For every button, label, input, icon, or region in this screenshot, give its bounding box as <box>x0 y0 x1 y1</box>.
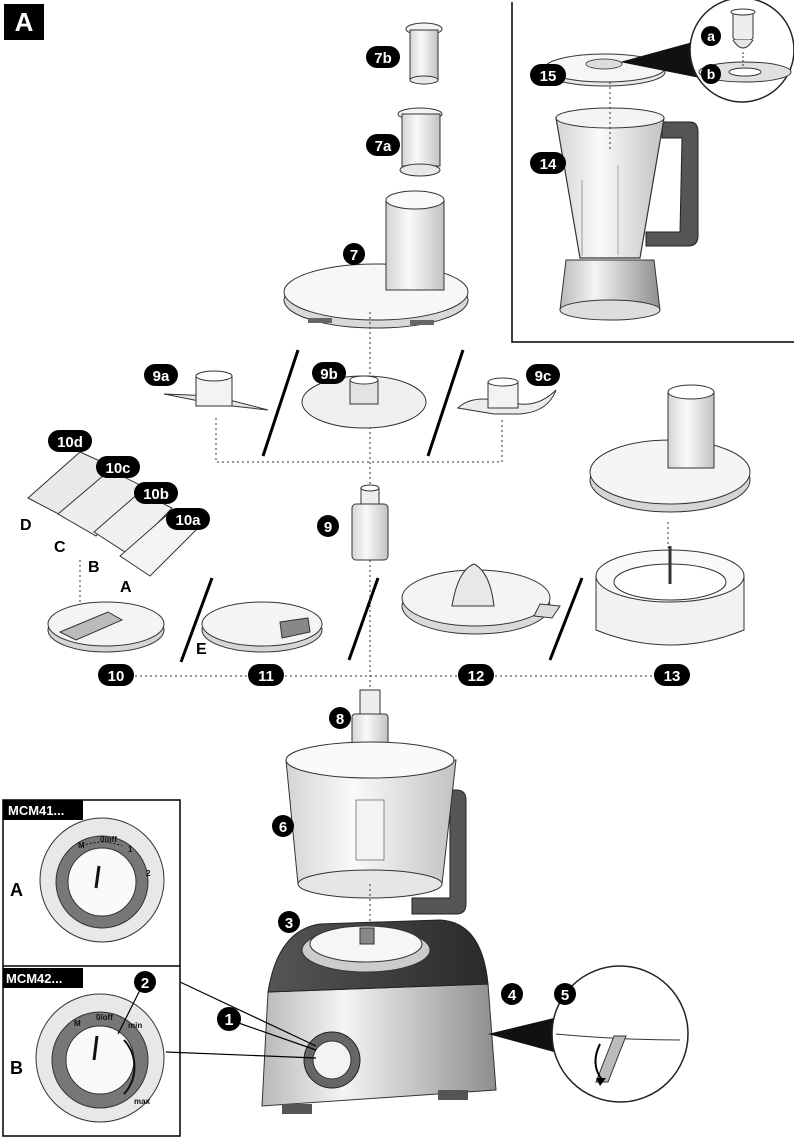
svg-text:10a: 10a <box>175 512 201 529</box>
lid-cap-detail <box>690 0 794 102</box>
label-9a: 9a <box>144 364 178 386</box>
svg-text:15: 15 <box>540 68 557 85</box>
svg-text:2: 2 <box>141 975 149 992</box>
slicing-shredding-disc <box>48 602 164 652</box>
label-14: 14 <box>530 152 566 174</box>
label-10a: 10a <box>166 508 210 530</box>
juicer-lid <box>590 385 750 512</box>
label-9: 9 <box>317 515 339 537</box>
french-fries-disc <box>202 602 322 652</box>
base-unit <box>262 920 496 1114</box>
svg-text:9c: 9c <box>535 368 552 385</box>
svg-text:7b: 7b <box>374 50 392 67</box>
svg-text:4: 4 <box>508 987 517 1004</box>
control-knob <box>304 1032 360 1088</box>
svg-text:13: 13 <box>664 668 681 685</box>
svg-text:7: 7 <box>350 247 358 264</box>
mcm41-mark-1: 1 <box>128 845 133 854</box>
pusher-large <box>398 108 442 176</box>
letter-b: B <box>88 559 100 576</box>
label-10: 10 <box>98 664 134 686</box>
svg-text:5: 5 <box>561 987 569 1004</box>
mcm41-mark-off: 0/off <box>100 835 117 844</box>
svg-text:9: 9 <box>324 519 332 536</box>
mixing-bowl <box>286 742 466 914</box>
label-8: 8 <box>329 707 351 729</box>
label-7b: 7b <box>366 46 400 68</box>
svg-text:7a: 7a <box>375 138 392 155</box>
label-10d: 10d <box>48 430 92 452</box>
mcm42-mark-min: min <box>128 1021 142 1030</box>
svg-text:3: 3 <box>285 915 293 932</box>
mcm42-mark-max: max <box>134 1097 151 1106</box>
mcm41-variant: A <box>10 880 23 900</box>
mcm42-variant: B <box>10 1058 23 1078</box>
corner-tag-text: A <box>15 7 34 37</box>
label-11: 11 <box>248 664 284 686</box>
label-6: 6 <box>272 815 294 837</box>
label-4: 4 <box>501 983 523 1005</box>
label-7a: 7a <box>366 134 400 156</box>
emulsifying-disc <box>302 376 426 428</box>
mcm42-mark-off: 0/off <box>96 1013 113 1022</box>
label-10b: 10b <box>134 482 178 504</box>
letter-a: A <box>120 579 132 596</box>
label-13: 13 <box>654 664 690 686</box>
label-b: b <box>701 64 721 84</box>
svg-text:1: 1 <box>225 1012 234 1029</box>
svg-text:11: 11 <box>258 668 274 685</box>
label-9b: 9b <box>312 362 346 384</box>
label-15: 15 <box>530 64 566 86</box>
svg-text:12: 12 <box>468 668 485 685</box>
label-5: 5 <box>554 983 576 1005</box>
mcm42-mark-m: M <box>74 1019 81 1028</box>
svg-text:14: 14 <box>540 156 557 173</box>
label-7: 7 <box>343 243 365 265</box>
letter-c: C <box>54 539 66 556</box>
label-a: a <box>701 26 721 46</box>
blender-jug <box>556 82 698 320</box>
svg-text:8: 8 <box>336 711 344 728</box>
letter-d: D <box>20 517 32 534</box>
label-12: 12 <box>458 664 494 686</box>
svg-text:10c: 10c <box>105 460 130 477</box>
disc-holder <box>352 485 388 560</box>
mcm41-mark-2: 2 <box>146 869 151 878</box>
svg-text:10b: 10b <box>143 486 169 503</box>
svg-text:b: b <box>707 66 716 82</box>
svg-text:9a: 9a <box>153 368 170 385</box>
mcm42-header: MCM42... <box>6 971 62 986</box>
mcm41-mark-m: M <box>78 841 85 850</box>
bowl-lid <box>284 191 468 328</box>
citrus-press <box>402 564 560 634</box>
label-1: 1 <box>217 1007 241 1031</box>
svg-text:6: 6 <box>279 819 287 836</box>
blender-lid <box>545 40 700 86</box>
kneading-tool <box>164 371 268 410</box>
label-3: 3 <box>278 911 300 933</box>
svg-text:9b: 9b <box>320 366 338 383</box>
svg-text:10: 10 <box>108 668 125 685</box>
svg-text:10d: 10d <box>57 434 83 451</box>
label-9c: 9c <box>526 364 560 386</box>
juicer-sieve <box>596 522 744 645</box>
label-2: 2 <box>134 971 156 993</box>
letter-e: E <box>196 641 207 658</box>
pusher-small <box>406 23 442 84</box>
label-10c: 10c <box>96 456 140 478</box>
svg-text:a: a <box>707 28 715 44</box>
mcm41-header: MCM41... <box>8 803 64 818</box>
